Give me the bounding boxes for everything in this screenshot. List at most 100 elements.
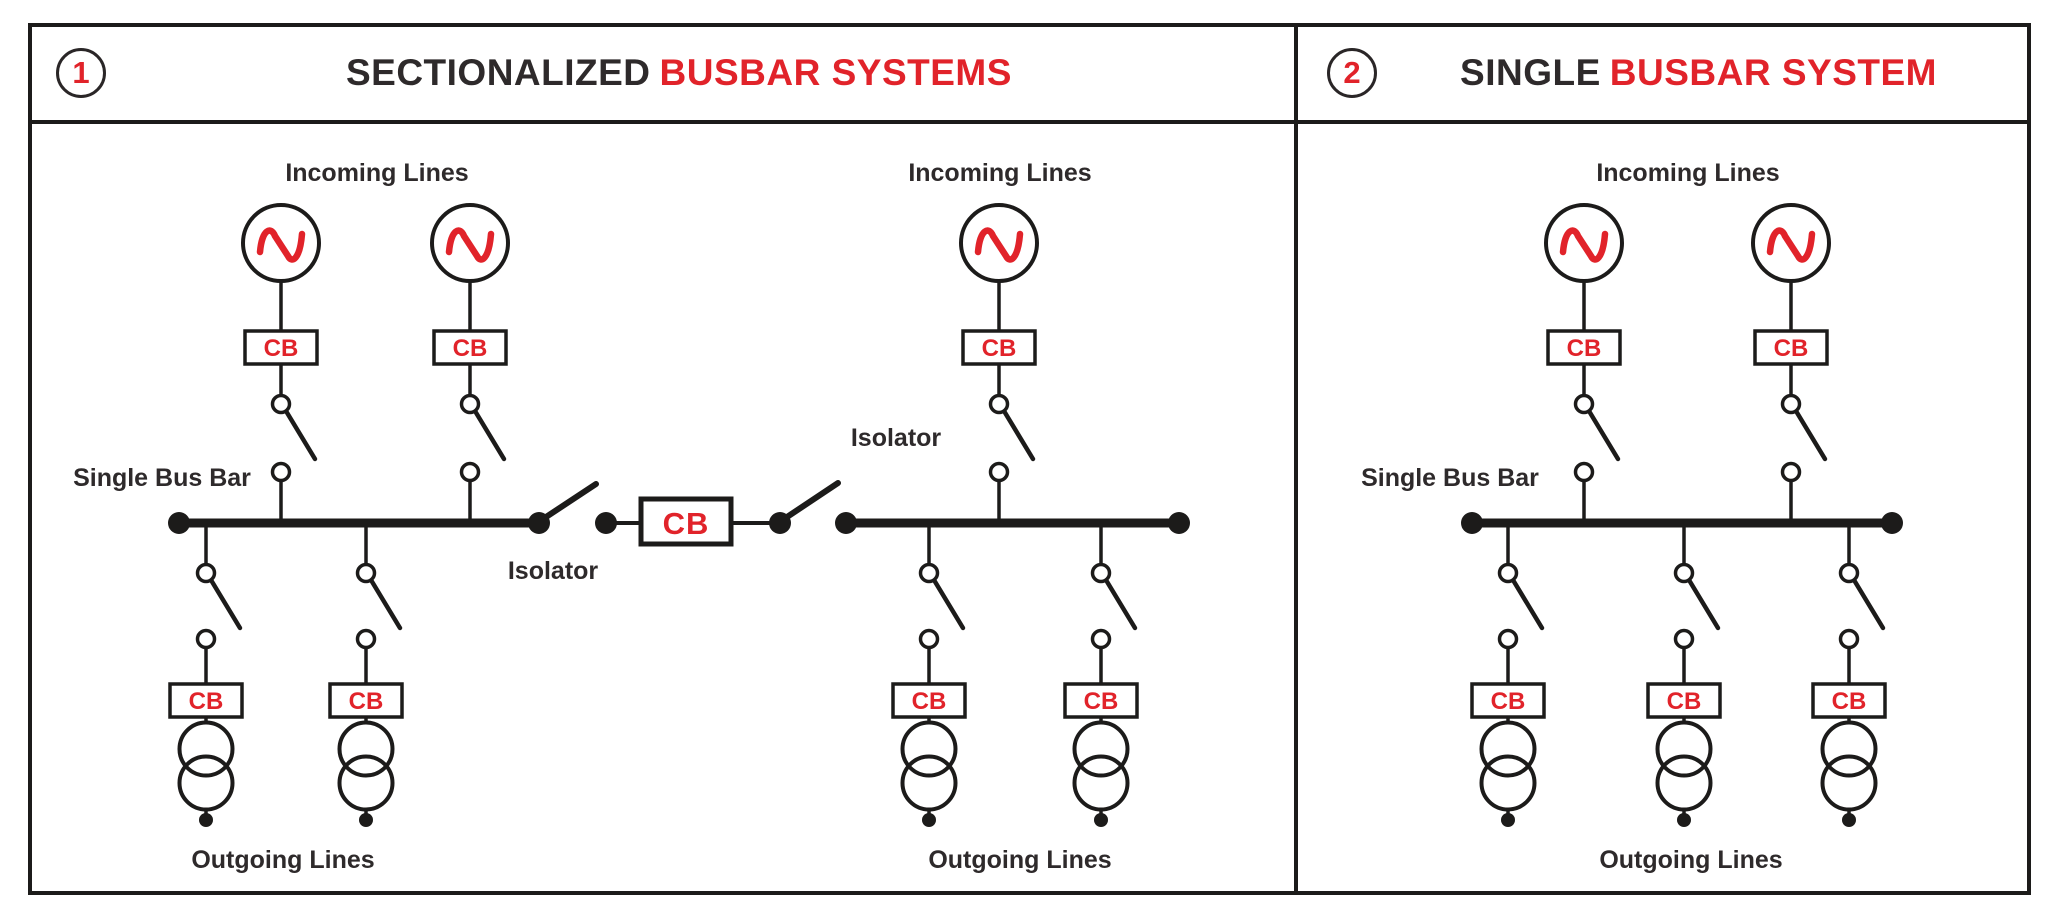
single-busbar: [835, 512, 1190, 534]
isolator-contact: [1780, 461, 1802, 483]
transformer-winding: [1655, 720, 1713, 778]
isolator-blade: [1001, 408, 1036, 462]
circuit-breaker: CB: [1811, 682, 1887, 719]
outgoing-feeder: CB: [1811, 523, 1887, 827]
isolator-blade: [931, 577, 966, 631]
isolator-contact: [459, 461, 481, 483]
isolator-contact: [195, 628, 217, 650]
generator-symbol: [959, 203, 1039, 283]
isolator-contact: [988, 393, 1010, 415]
isolator-blade: [472, 408, 507, 462]
isolator-contact: [1838, 628, 1860, 650]
coupler-cb-box: [638, 496, 734, 547]
line-terminal-dot: [1501, 813, 1515, 827]
incoming-feeder: CB: [1751, 203, 1831, 521]
isolator-contact: [355, 628, 377, 650]
title-dark-part: SECTIONALIZED: [345, 51, 651, 93]
title-red-part: BUSBAR SYSTEMS: [659, 51, 1012, 93]
line-terminal-dot: [359, 813, 373, 827]
cb-box: [168, 682, 244, 719]
incoming-feeder: CB: [1544, 203, 1624, 521]
line-terminal-dot: [1094, 813, 1108, 827]
outgoing-feeder: CB: [1063, 523, 1139, 827]
cb-label: CB: [1491, 688, 1526, 715]
transformer-symbol: [337, 720, 395, 812]
circuit-breaker: CB: [1646, 682, 1722, 719]
circuit-breaker: CB: [891, 682, 967, 719]
outgoing-feeder: CB: [1646, 523, 1722, 827]
isolator-contact: [1673, 628, 1695, 650]
isolator-blade: [1851, 577, 1886, 631]
isolator-contact: [988, 461, 1010, 483]
transformer-symbol: [1655, 720, 1713, 812]
incoming-lines-label: Incoming Lines: [1596, 159, 1779, 187]
transformer-winding: [337, 720, 395, 778]
isolator-contact: [918, 562, 940, 584]
isolator-contact: [1497, 562, 1519, 584]
isolator-blade: [781, 480, 841, 522]
isolator-contact: [355, 562, 377, 584]
cb-label: CB: [1667, 688, 1702, 715]
transformer-winding: [1072, 720, 1130, 778]
circuit-breaker: CB: [1063, 682, 1139, 719]
transformer-symbol: [1072, 720, 1130, 812]
circuit-breaker: CB: [432, 329, 508, 366]
transformer-symbol: [177, 720, 235, 812]
isolator-blade: [283, 408, 318, 462]
cb-box: [1063, 682, 1139, 719]
cb-label: CB: [1567, 335, 1602, 362]
cb-box: [1646, 682, 1722, 719]
cb-box: [243, 329, 319, 366]
ac-sine-icon: [256, 227, 306, 263]
busbar-end-dot: [1168, 512, 1190, 534]
busbar-end-dot: [835, 512, 857, 534]
incoming-feeder: CB: [430, 203, 510, 521]
circuit-breaker: CB: [1546, 329, 1622, 366]
isolator-contact: [1090, 628, 1112, 650]
line-terminal-dot: [1842, 813, 1856, 827]
isolator-blade: [1793, 408, 1828, 462]
ac-sine-icon: [1559, 227, 1609, 263]
outer-border: [28, 23, 2031, 895]
transformer-winding: [337, 754, 395, 812]
title-dark-part: SINGLE: [1460, 51, 1601, 93]
transformer-winding: [1072, 754, 1130, 812]
transformer-winding: [1479, 754, 1537, 812]
busbar-end-dot: [1881, 512, 1903, 534]
panel-number-1: 1: [72, 55, 90, 90]
coupler-cb-label: CB: [663, 506, 710, 541]
cb-label: CB: [189, 688, 224, 715]
panel-number-badge-1: 1: [56, 47, 106, 98]
single-bus-bar-label: Single Bus Bar: [1361, 464, 1539, 492]
outgoing-lines-label: Outgoing Lines: [191, 846, 374, 874]
panel-number-badge-2: 2: [1327, 47, 1377, 98]
isolator-contact: [1497, 628, 1519, 650]
isolator-contact: [1673, 562, 1695, 584]
outgoing-lines-label: Outgoing Lines: [928, 846, 1111, 874]
transformer-winding: [1655, 754, 1713, 812]
incoming-lines-label: Incoming Lines: [908, 159, 1091, 187]
cb-box: [1753, 329, 1829, 366]
isolator-contact: [195, 562, 217, 584]
transformer-symbol: [1820, 720, 1878, 812]
isolator-blade: [1103, 577, 1138, 631]
title-red-part: BUSBAR SYSTEM: [1609, 51, 1938, 93]
cb-box: [961, 329, 1037, 366]
panel-number-2: 2: [1343, 55, 1361, 90]
transformer-winding: [1479, 720, 1537, 778]
isolator-blade: [1510, 577, 1545, 631]
single-bus-bar-label: Single Bus Bar: [73, 464, 251, 492]
isolator-contact: [270, 393, 292, 415]
isolator-contact: [1573, 393, 1595, 415]
busbar-end-dot: [1461, 512, 1483, 534]
cb-label: CB: [1832, 688, 1867, 715]
circuit-breaker: CB: [1470, 682, 1546, 719]
coupler-dot: [595, 512, 617, 534]
cb-label: CB: [912, 688, 947, 715]
isolator-contact: [459, 393, 481, 415]
